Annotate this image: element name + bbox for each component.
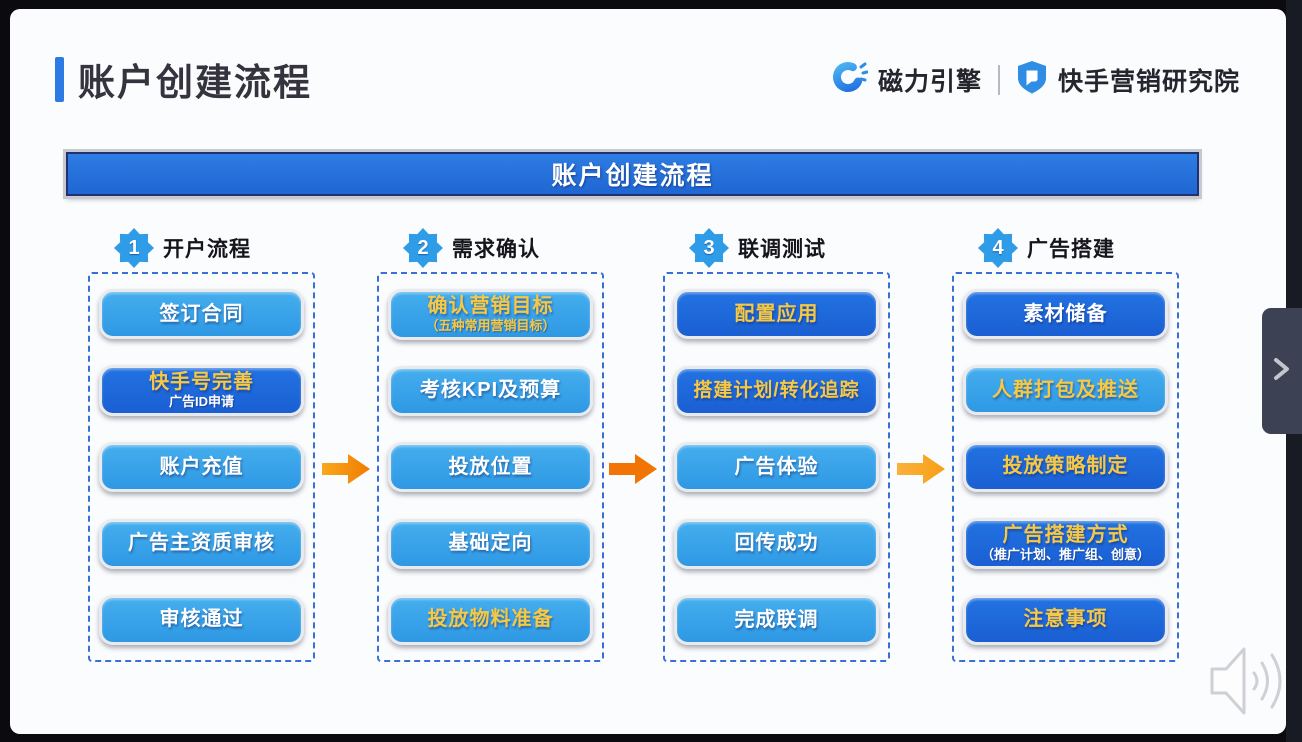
step-number-badge: 1 bbox=[114, 228, 154, 268]
column-title: 开户流程 bbox=[163, 238, 251, 261]
brand-area: 磁力引擎 快手营销研究院 bbox=[830, 58, 1240, 101]
flow-step: 快手号完善广告ID申请 bbox=[99, 365, 304, 416]
column-box: 配置应用 搭建计划/转化追踪 广告体验 回传成功 完成联调 bbox=[663, 272, 890, 662]
flow-step: 确认营销目标（五种常用营销目标） bbox=[388, 289, 593, 340]
flow-column-joint-testing: 3 联调测试 配置应用 搭建计划/转化追踪 广告体验 回传成功 完成联调 bbox=[663, 226, 890, 662]
flow-arrow-icon bbox=[897, 452, 945, 486]
flow-step: 广告体验 bbox=[674, 442, 879, 492]
column-header: 1 开户流程 bbox=[114, 226, 315, 270]
page-title: 账户创建流程 bbox=[78, 62, 312, 103]
flow-step: 审核通过 bbox=[99, 594, 304, 645]
flow-arrow-icon bbox=[609, 452, 657, 486]
flow-step: 投放物料准备 bbox=[388, 594, 593, 645]
flow-step: 签订合同 bbox=[99, 289, 304, 339]
flow-step: 注意事项 bbox=[963, 594, 1168, 645]
flow-step: 广告搭建方式（推广计划、推广组、创意） bbox=[963, 518, 1168, 569]
step-number-badge: 3 bbox=[689, 228, 729, 268]
title-accent-bar bbox=[55, 57, 64, 102]
flow-step: 投放位置 bbox=[388, 442, 593, 493]
column-box: 签订合同 快手号完善广告ID申请 账户充值 广告主资质审核 审核通过 bbox=[88, 272, 315, 662]
audio-speaker-icon[interactable] bbox=[1202, 633, 1294, 729]
section-banner: 账户创建流程 bbox=[66, 152, 1199, 196]
column-header: 4 广告搭建 bbox=[978, 226, 1179, 270]
magnetic-engine-icon bbox=[830, 58, 869, 101]
flow-step: 搭建计划/转化追踪 bbox=[674, 365, 879, 416]
kuaishou-shield-icon bbox=[1016, 59, 1048, 100]
flow-step: 人群打包及推送 bbox=[963, 365, 1168, 416]
column-header: 2 需求确认 bbox=[403, 226, 604, 270]
magnetic-engine-logo: 磁力引擎 bbox=[877, 67, 982, 96]
flow-step: 账户充值 bbox=[99, 442, 304, 493]
column-box: 素材储备 人群打包及推送 投放策略制定 广告搭建方式（推广计划、推广组、创意） … bbox=[952, 272, 1179, 662]
flow-column-requirements: 2 需求确认 确认营销目标（五种常用营销目标） 考核KPI及预算 投放位置 基础… bbox=[377, 226, 604, 662]
flow-arrow-icon bbox=[322, 452, 370, 486]
section-banner-label: 账户创建流程 bbox=[551, 162, 714, 190]
flow-step: 基础定向 bbox=[388, 518, 593, 569]
flow-step: 广告主资质审核 bbox=[99, 518, 304, 569]
step-number-badge: 4 bbox=[978, 228, 1018, 268]
chevron-right-icon bbox=[1268, 354, 1294, 389]
logo-divider bbox=[997, 64, 1000, 95]
flow-step: 配置应用 bbox=[674, 289, 879, 339]
column-title: 广告搭建 bbox=[1027, 238, 1115, 261]
flow-step: 完成联调 bbox=[674, 595, 879, 645]
column-title: 需求确认 bbox=[452, 238, 540, 261]
kuaishou-research-logo: 快手营销研究院 bbox=[1057, 67, 1240, 96]
flow-column-ad-building: 4 广告搭建 素材储备 人群打包及推送 投放策略制定 广告搭建方式（推广计划、推… bbox=[952, 226, 1179, 662]
flow-step: 投放策略制定 bbox=[963, 441, 1168, 492]
flow-column-open-account: 1 开户流程 签订合同 快手号完善广告ID申请 账户充值 广告主资质审核 审核通… bbox=[88, 226, 315, 662]
next-slide-button[interactable] bbox=[1262, 308, 1302, 434]
step-number-badge: 2 bbox=[403, 228, 443, 268]
column-header: 3 联调测试 bbox=[689, 226, 890, 270]
flow-step: 素材储备 bbox=[963, 289, 1168, 339]
flow-step: 回传成功 bbox=[674, 518, 879, 569]
flow-step: 考核KPI及预算 bbox=[388, 365, 593, 416]
column-box: 确认营销目标（五种常用营销目标） 考核KPI及预算 投放位置 基础定向 投放物料… bbox=[377, 272, 604, 662]
column-title: 联调测试 bbox=[738, 238, 826, 261]
